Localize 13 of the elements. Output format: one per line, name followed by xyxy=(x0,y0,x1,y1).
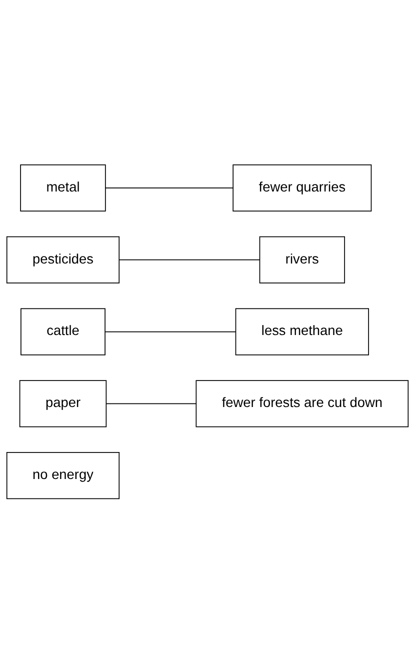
node-box: no energy xyxy=(6,452,120,499)
node-box: cattle xyxy=(20,308,106,356)
node-box: fewer forests are cut down xyxy=(196,380,409,427)
node-box: metal xyxy=(20,164,106,212)
connector xyxy=(106,402,197,404)
connector xyxy=(104,187,234,188)
node-box: fewer quarries xyxy=(232,164,372,212)
connector xyxy=(104,331,236,332)
node-box: rivers xyxy=(259,236,345,284)
node-box: paper xyxy=(19,380,107,427)
node-box: less methane xyxy=(235,308,369,356)
connector xyxy=(118,259,260,260)
node-box: pesticides xyxy=(6,236,120,284)
